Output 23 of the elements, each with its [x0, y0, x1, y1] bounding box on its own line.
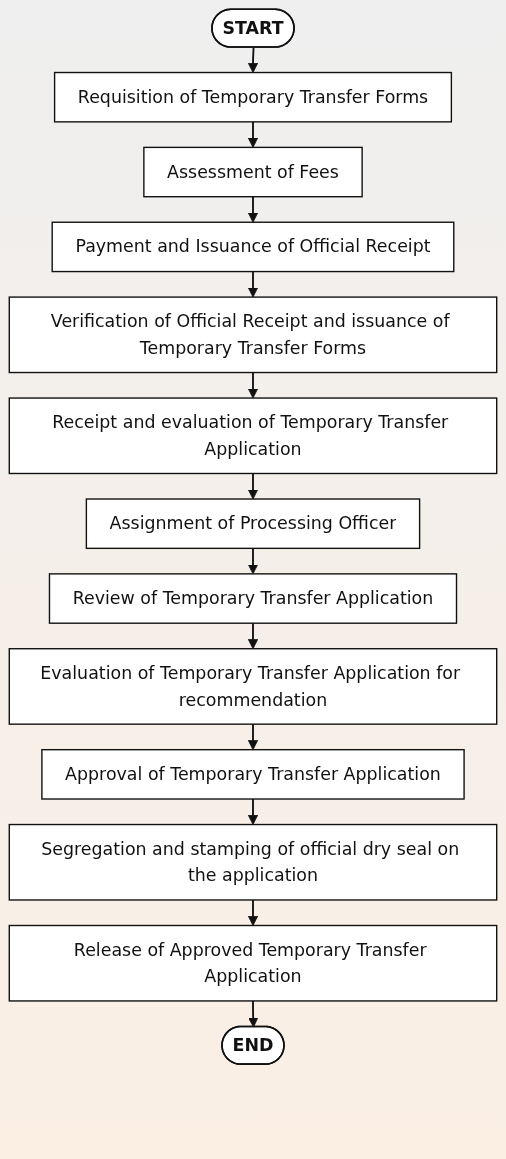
node-box: Release of Approved Temporary Transfer Application [8, 924, 498, 1002]
arrow [247, 371, 259, 399]
node-box: Requisition of Temporary Transfer Forms [53, 71, 453, 123]
node-box: Verification of Official Receipt and issuance of Temporary Transfer Forms [8, 296, 498, 374]
arrow [247, 120, 259, 148]
node-box: Approval of Temporary Transfer Application [41, 749, 465, 800]
arrow [247, 899, 259, 926]
arrow [248, 1000, 259, 1028]
node-box: Assignment of Processing Officer [85, 498, 421, 550]
arrow [247, 195, 259, 223]
node-box: Payment and Issuance of Official Receipt [51, 221, 455, 273]
node-box: Receipt and evaluation of Temporary Transfer Application [8, 397, 498, 475]
arrow [247, 622, 259, 650]
arrow [247, 723, 259, 751]
arrow [247, 472, 259, 500]
node-box: Review of Temporary Transfer Application [48, 573, 458, 624]
arrow [247, 46, 259, 73]
arrow [247, 798, 259, 825]
node-box: Assessment of Fees [143, 146, 363, 198]
node-box: Segregation and stamping of official dry seal on the application [8, 823, 498, 901]
arrow [247, 547, 259, 575]
node-box: Evaluation of Temporary Transfer Application for recommendation [8, 648, 498, 725]
arrow [247, 270, 259, 298]
